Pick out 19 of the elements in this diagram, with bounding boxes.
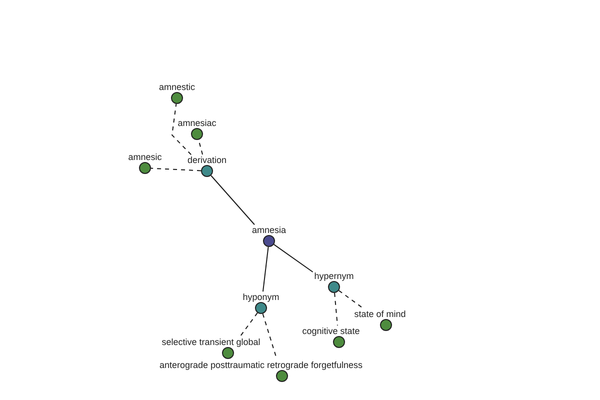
node-label: amnestic [158, 82, 196, 92]
node-label: hypernym [313, 271, 355, 281]
connector-line [338, 290, 364, 310]
node-label: anterograde posttraumatic retrograde forgetfulness [158, 360, 364, 370]
node-label: hyponym [242, 292, 280, 302]
node-label: selective transient global [160, 337, 262, 347]
connector-line [150, 168, 202, 172]
node-label: amnesiac [176, 118, 218, 128]
node-label: state of mind [353, 309, 407, 319]
connector-line [273, 244, 314, 273]
connector-line [334, 292, 338, 326]
node-label: amnesic [127, 152, 163, 162]
node-label: cognitive state [301, 326, 361, 336]
node-label: derivation [186, 155, 228, 165]
connector-line [171, 103, 192, 156]
connector-line [262, 246, 269, 292]
connector-line [210, 175, 255, 226]
connector-line [240, 312, 258, 338]
node-label: amnesia [250, 225, 288, 235]
